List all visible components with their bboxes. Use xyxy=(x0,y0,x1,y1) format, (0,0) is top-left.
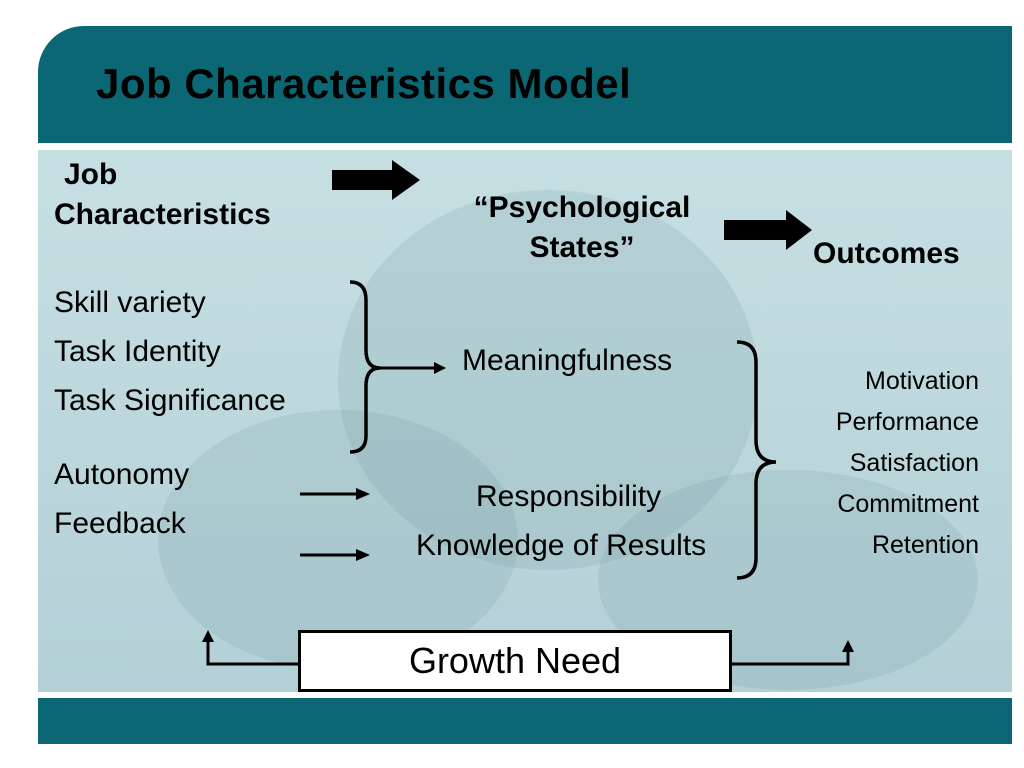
header-band xyxy=(38,26,1012,143)
job-characteristics-header: Job Characteristics xyxy=(54,155,271,235)
autonomy-label: Autonomy xyxy=(54,458,190,491)
header-line: States” xyxy=(529,231,635,264)
background-photo-shade xyxy=(338,190,758,570)
responsibility-label: Responsibility xyxy=(476,480,662,513)
growth-need-box: Growth Need xyxy=(298,630,732,692)
right-brace-icon xyxy=(736,340,777,580)
outcome-motivation: Motivation xyxy=(865,367,979,395)
slide-title: Job Characteristics Model xyxy=(96,60,632,107)
block-arrow-icon xyxy=(332,160,420,200)
meaningfulness-label: Meaningfulness xyxy=(462,344,673,377)
growth-need-left-line xyxy=(206,640,298,666)
outcome-commitment: Commitment xyxy=(837,490,979,518)
outcome-satisfaction: Satisfaction xyxy=(849,449,979,477)
arrowhead-icon xyxy=(202,630,214,642)
growth-need-label: Growth Need xyxy=(408,640,622,681)
outcome-retention: Retention xyxy=(871,531,979,559)
content-panel xyxy=(38,150,1012,692)
arrowhead-icon xyxy=(356,549,370,561)
outcomes-header: Outcomes xyxy=(813,237,960,270)
knowledge-of-results-label: Knowledge of Results xyxy=(416,529,707,562)
growth-need-right-line xyxy=(732,650,850,666)
block-arrow-icon xyxy=(724,210,812,250)
arrowhead-icon xyxy=(842,640,854,652)
footer-band xyxy=(38,698,1012,744)
arrowhead-icon xyxy=(356,488,370,500)
skill-variety-label: Skill variety xyxy=(54,286,206,319)
outcome-performance: Performance xyxy=(835,408,979,436)
background-photo-shade xyxy=(158,410,518,670)
task-identity-label: Task Identity xyxy=(54,335,221,368)
header-line: Characteristics xyxy=(54,198,271,231)
task-significance-label: Task Significance xyxy=(54,384,286,417)
feedback-label: Feedback xyxy=(54,507,186,540)
arrowhead-icon xyxy=(434,362,446,374)
left-brace-icon xyxy=(349,280,381,454)
psychological-states-header: “Psychological States” xyxy=(452,188,712,268)
header-line: “Psychological xyxy=(473,191,691,224)
header-line: Job xyxy=(64,158,118,191)
